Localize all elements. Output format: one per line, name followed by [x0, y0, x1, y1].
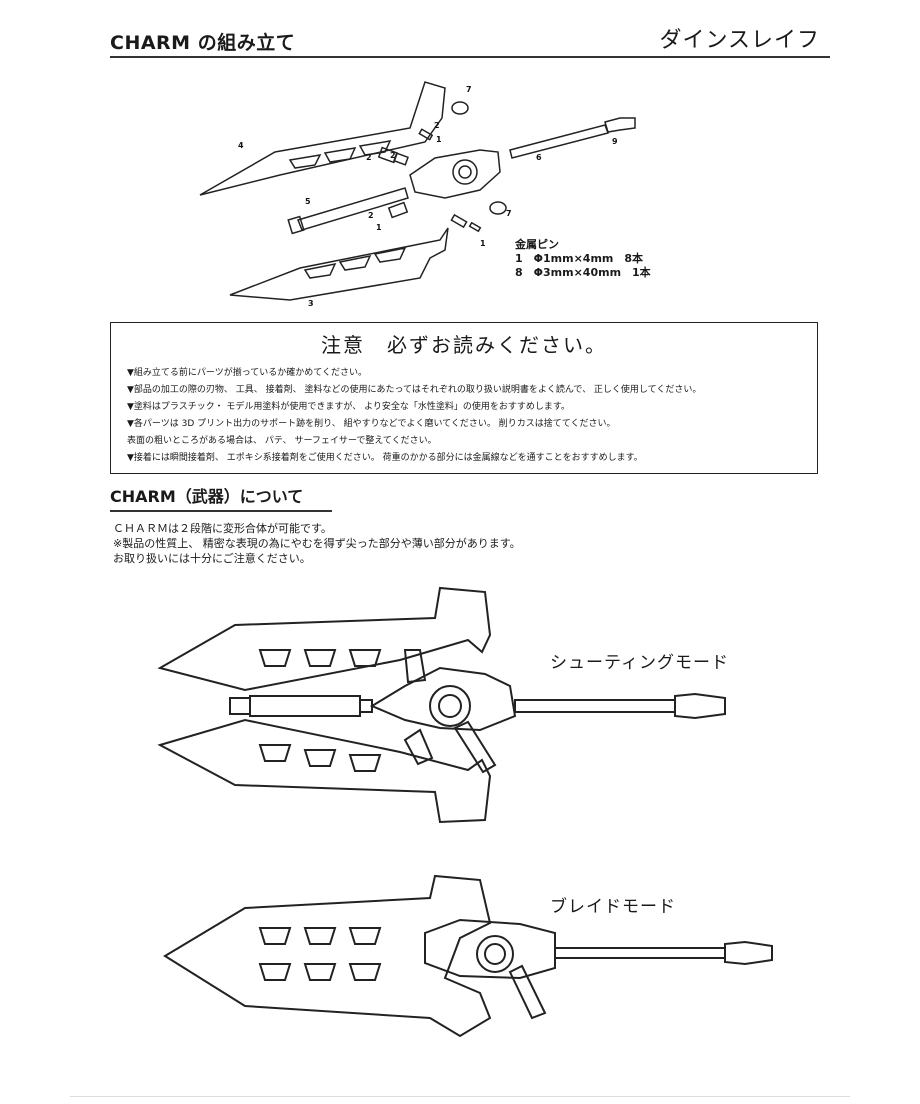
shooting-mode-label: シューティングモード	[550, 653, 729, 673]
about-line: ＣＨＡＲＭは２段階に変形合体が可能です。	[113, 522, 332, 535]
part-number-3: 3	[308, 299, 314, 308]
part-number-1: 1	[436, 135, 442, 144]
part-number-7: 7	[506, 209, 512, 218]
lower-blade-part	[229, 227, 449, 301]
muzzle-part	[604, 117, 636, 133]
part-number-5: 5	[305, 197, 311, 206]
caution-box: 注意 必ずお読みください。 ▼組み立てる前にパーツが揃っているか確かめてください…	[110, 322, 818, 474]
metal-pin-spec: 金属ピン 1 Φ1mm×4mm 8本 8 Φ3mm×40mm 1本	[515, 238, 651, 280]
part-number-9: 9	[612, 137, 618, 146]
caution-item: ▼各パーツは 3D プリント出力のサポート跡を削り、 組やすりなどでよく磨いてく…	[127, 419, 616, 429]
caution-item: ▼部品の加工の際の刃物、 工具、 接着剤、 塗料などの使用にあたってはそれぞれの…	[127, 385, 702, 395]
shooting-mode-illustration	[157, 586, 726, 824]
part-number-4: 4	[238, 141, 244, 150]
caution-item: 表面の粗いところがある場合は、 パテ、 サーフェイサーで整えてください。	[127, 436, 437, 446]
caution-item: ▼塗料はプラスチック・ モデル用塗料が使用できますが、 より安全な「水性塗料」の…	[127, 402, 571, 412]
part-number-2: 2	[434, 121, 440, 130]
pin-spec-row: 8 Φ3mm×40mm 1本	[515, 266, 651, 279]
caution-item: ▼接着には瞬間接着剤、 エポキシ系接着剤をご使用ください。 荷重のかかる部分には…	[127, 453, 643, 463]
body-core-part	[409, 149, 501, 199]
header-divider	[110, 56, 830, 58]
about-text: ＣＨＡＲＭは２段階に変形合体が可能です。 ※製品の性質上、 精密な表現の為にやむ…	[113, 521, 521, 566]
about-line: ※製品の性質上、 精密な表現の為にやむを得ず尖った部分や薄い部分があります。	[113, 537, 521, 550]
rear-rod-part	[296, 187, 409, 231]
exploded-assembly-diagram: 7 2 1 2 4 2 5 9 6 2 1 7 1 3	[199, 81, 636, 308]
caution-list: ▼組み立てる前にパーツが揃っているか確かめてください。 ▼部品の加工の際の刃物、…	[127, 365, 807, 467]
part-number-1: 1	[480, 239, 486, 248]
about-title: CHARM（武器）について	[110, 487, 304, 506]
about-line: お取り扱いには十分にご注意ください。	[113, 552, 311, 565]
upper-blade-part	[199, 81, 446, 196]
footer-divider	[70, 1096, 850, 1097]
blade-mode-label: ブレイドモード	[550, 897, 676, 917]
page-title: CHARM の組み立て	[110, 32, 296, 54]
blade-mode-illustration	[163, 874, 773, 1038]
part-number-1: 1	[376, 223, 382, 232]
about-section-heading: CHARM（武器）について	[110, 483, 332, 512]
part-number-2: 2	[390, 151, 396, 160]
caution-title: 注意 必ずお読みください。	[321, 333, 607, 357]
part-number-2: 2	[366, 153, 372, 162]
part-number-6: 6	[536, 153, 542, 162]
barrel-part	[509, 124, 609, 159]
part-number-7: 7	[466, 85, 472, 94]
pin-spec-row: 1 Φ1mm×4mm 8本	[515, 252, 644, 265]
caution-item: ▼組み立てる前にパーツが揃っているか確かめてください。	[127, 368, 368, 378]
product-name: ダインスレイフ	[659, 28, 820, 53]
pins-heading: 金属ピン	[515, 238, 559, 251]
page-header: CHARM の組み立て ダインスレイフ	[110, 20, 830, 58]
part-number-2: 2	[368, 211, 374, 220]
about-divider	[110, 510, 332, 512]
